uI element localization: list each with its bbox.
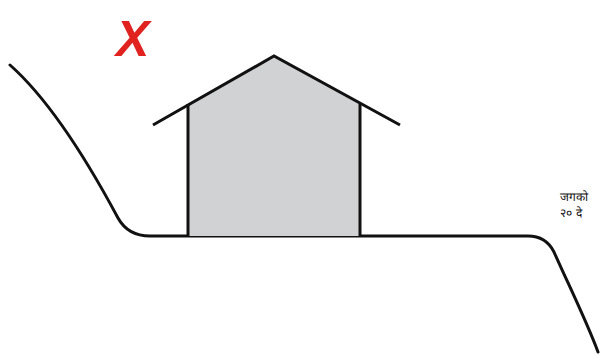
cross-mark: X [116,14,149,64]
caption-fragment: जगको [560,190,588,204]
house-roof [153,56,400,125]
caption-fragment: २० दे [560,206,582,220]
house-fill [188,56,360,236]
house-wall [187,104,190,236]
house-wall [359,104,362,236]
